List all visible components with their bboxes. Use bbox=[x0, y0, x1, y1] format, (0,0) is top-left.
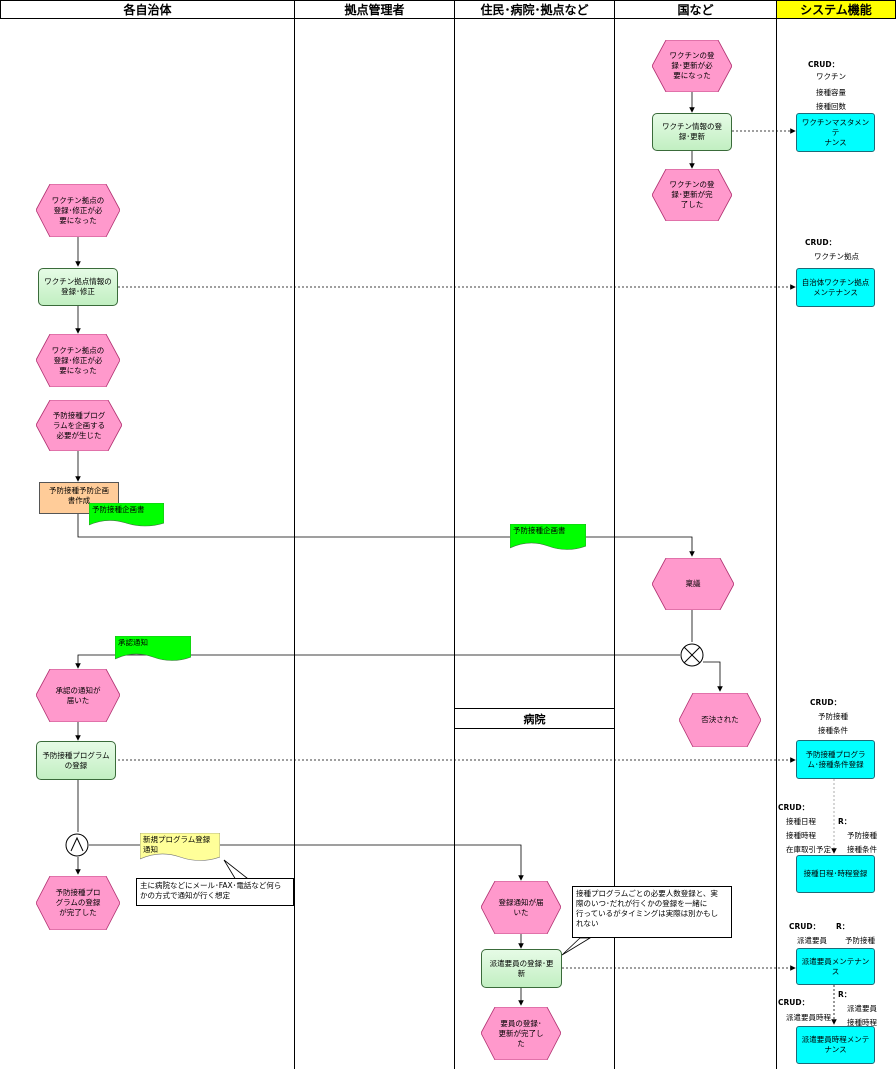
document-label: 予防接種企画書 bbox=[92, 505, 145, 514]
lane-divider bbox=[454, 19, 455, 1069]
r-item: 派遣要員 bbox=[847, 1004, 877, 1013]
connector bbox=[703, 661, 723, 692]
document-plan: 予防接種企画書 bbox=[89, 503, 164, 528]
r-item: 予防接種 bbox=[847, 831, 877, 840]
event-vaccine-need: ワクチンの登 録･更新が必 要になった bbox=[652, 40, 732, 92]
crud-item: 接種条件 bbox=[818, 726, 848, 735]
crud-title: CRUD： bbox=[778, 803, 810, 812]
event-label: 承認の通知が 届いた bbox=[55, 685, 101, 705]
xor-gateway-icon bbox=[680, 643, 704, 667]
event-plan-need: 予防接種プログ ラムを企画する 必要が生じた bbox=[36, 400, 122, 451]
process-vaccine-info: ワクチン情報の登 録･更新 bbox=[652, 113, 732, 151]
crud-item: 予防接種 bbox=[818, 712, 848, 721]
document-label: 予防接種企画書 bbox=[513, 526, 566, 535]
event-label: ワクチンの登 録･更新が完 了した bbox=[669, 180, 715, 209]
event-label: ワクチン拠点の 登録･修正が必 要になった bbox=[51, 345, 105, 375]
event-decision: 稟議 bbox=[652, 558, 734, 610]
crud-item: 接種回数 bbox=[816, 102, 846, 111]
crud-title: CRUD： bbox=[789, 922, 821, 931]
lane-header-residents: 住民･病院･拠点など bbox=[454, 0, 615, 19]
r-item: 接種時程 bbox=[847, 1018, 877, 1027]
event-site-need: ワクチン拠点の 登録･修正が必 要になった bbox=[36, 184, 120, 237]
event-staff-done: 要員の登録･ 更新が完了し た bbox=[481, 1007, 561, 1060]
event-label: 要員の登録･ 更新が完了し た bbox=[498, 1018, 544, 1048]
event-site-done: ワクチン拠点の 登録･修正が必 要になった bbox=[36, 334, 120, 387]
system-program-register: 予防接種プログラ ム･接種条件登録 bbox=[796, 740, 875, 779]
system-site-maintenance: 自治体ワクチン拠点 メンテナンス bbox=[796, 268, 875, 307]
crud-item: 派遣要員時程 bbox=[786, 1013, 831, 1022]
system-staff-schedule-maintenance: 派遣要員時程メンテ ナンス bbox=[796, 1026, 875, 1064]
event-label: ワクチンの登 録･更新が必 要になった bbox=[669, 51, 715, 80]
lane-divider bbox=[614, 19, 615, 1069]
crud-item: ワクチン拠点 bbox=[814, 252, 859, 261]
process-staff-register: 派遣要員の登録･更 新 bbox=[481, 949, 562, 988]
crud-item: 接種時程 bbox=[786, 831, 816, 840]
lane-divider bbox=[294, 19, 295, 1069]
document-new-program-notice: 新規プログラム登録 通知 bbox=[140, 833, 220, 863]
event-label: 予防接種プロ グラムの登録 が完了した bbox=[55, 888, 101, 917]
callout-pointer bbox=[223, 859, 248, 881]
crud-item: 派遣要員 bbox=[797, 936, 827, 945]
note-staff-timing: 接種プログラムごとの必要人数登録と、実 際のいつ･だれが行くかの登録を一緒に 行… bbox=[572, 886, 732, 938]
event-vaccine-done: ワクチンの登 録･更新が完 了した bbox=[652, 169, 732, 221]
r-item: 予防接種 bbox=[845, 936, 875, 945]
system-staff-maintenance: 派遣要員メンテナン ス bbox=[796, 948, 875, 985]
r-title: R： bbox=[838, 990, 852, 999]
document-label: 新規プログラム登録 通知 bbox=[143, 835, 211, 854]
lane-header-site-manager: 拠点管理者 bbox=[294, 0, 455, 19]
lane-header-system: システム機能 bbox=[776, 0, 896, 19]
document-plan-copy: 予防接種企画書 bbox=[510, 524, 586, 552]
note-notification-method: 主に病院などにメール･FAX･電話など何ら かの方式で通知が行く想定 bbox=[136, 878, 294, 906]
crud-item: 在庫取引予定 bbox=[786, 845, 831, 854]
connector bbox=[89, 844, 524, 881]
document-approval: 承認通知 bbox=[115, 636, 191, 663]
connector bbox=[75, 654, 680, 669]
callout-pointer bbox=[561, 937, 592, 956]
event-label: 予防接種プログ ラムを企画する 必要が生じた bbox=[52, 410, 106, 440]
crud-item: ワクチン bbox=[816, 72, 846, 81]
r-title: R： bbox=[836, 922, 850, 931]
event-notice-received: 登録通知が届 いた bbox=[481, 881, 561, 934]
r-item: 接種条件 bbox=[847, 845, 877, 854]
lane-header-municipality: 各自治体 bbox=[0, 0, 295, 19]
event-label: ワクチン拠点の 登録･修正が必 要になった bbox=[51, 195, 105, 225]
connector bbox=[77, 514, 695, 557]
crud-title: CRUD： bbox=[805, 238, 837, 247]
event-program-done: 予防接種プロ グラムの登録 が完了した bbox=[36, 876, 120, 930]
crud-item: 接種日程 bbox=[786, 817, 816, 826]
crud-title: CRUD： bbox=[808, 60, 840, 69]
event-label: 否決された bbox=[701, 715, 739, 724]
event-label: 稟議 bbox=[685, 579, 701, 588]
event-approval-received: 承認の通知が 届いた bbox=[36, 669, 120, 722]
event-rejected: 否決された bbox=[679, 693, 761, 747]
document-label: 承認通知 bbox=[118, 638, 148, 647]
event-label: 登録通知が届 いた bbox=[498, 897, 544, 917]
crud-title: CRUD： bbox=[810, 698, 842, 707]
process-site-info: ワクチン拠点情報の 登録･修正 bbox=[38, 268, 118, 306]
process-program-register: 予防接種プログラム の登録 bbox=[36, 741, 116, 780]
lane-header-national: 国など bbox=[614, 0, 777, 19]
system-vaccine-master: ワクチンマスタメンテ ナンス bbox=[796, 113, 875, 152]
crud-title: CRUD： bbox=[778, 998, 810, 1007]
and-gateway-icon bbox=[65, 833, 89, 857]
system-schedule-register: 接種日程･時程登録 bbox=[796, 855, 875, 893]
crud-item: 接種容量 bbox=[816, 88, 846, 97]
lane-divider bbox=[776, 19, 777, 1069]
r-title: R： bbox=[838, 817, 852, 826]
sublane-header-hospital: 病院 bbox=[454, 708, 615, 729]
